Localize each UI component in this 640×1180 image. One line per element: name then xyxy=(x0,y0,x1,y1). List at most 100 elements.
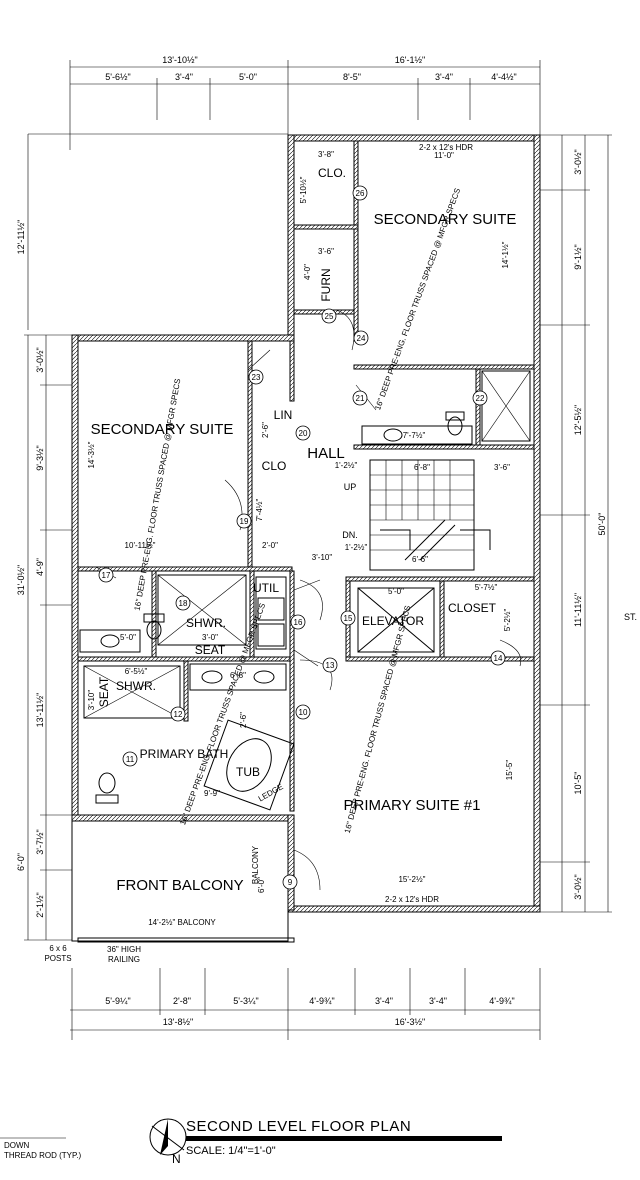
dim-3-10: 3'-10" xyxy=(312,553,333,562)
dim-left-7: 2'-1½" xyxy=(35,892,45,917)
door-tag: 21 xyxy=(352,390,368,406)
dim-top-2: 3'-4" xyxy=(175,72,193,82)
note-ledge: LEDGE xyxy=(257,782,285,803)
interior-dimensions: 11'-0" 3'-8" 5'-10½" 3'-6" 4'-0" 14'-1½"… xyxy=(87,150,514,893)
dim-3-6: 3'-6" xyxy=(318,247,334,256)
door-tag-number: 25 xyxy=(325,312,334,321)
door-tag: 18 xyxy=(175,595,191,611)
dim-2-0: 2'-0" xyxy=(262,541,278,550)
dim-10-11: 10'-11½" xyxy=(125,541,156,550)
dim-11-0: 11'-0" xyxy=(434,151,454,160)
dim-top-3: 5'-0" xyxy=(239,72,257,82)
fixtures xyxy=(79,370,531,811)
dim-top-overall-left: 13'-10½" xyxy=(162,55,197,65)
door-tag-number: 12 xyxy=(174,710,183,719)
room-closet: CLOSET xyxy=(448,601,497,615)
dim-6-0: 6'-0" xyxy=(257,877,266,893)
dim-2-6b: 2'-6" xyxy=(239,712,248,728)
dim-top-overall-right: 16'-1½" xyxy=(395,55,425,65)
note-posts-2: POSTS xyxy=(44,954,71,963)
door-tag: 24 xyxy=(353,330,369,346)
door-tag-number: 19 xyxy=(240,517,249,526)
dim-15-2: 15'-2½" xyxy=(398,875,425,884)
dim-5-0b: 5'-0" xyxy=(120,633,136,642)
door-tags: 26 25 24 23 22 21 20 19 18 17 16 15 14 13 12 11 10 9 xyxy=(98,185,506,890)
door-tag-number: 10 xyxy=(299,708,308,717)
north-arrow-needle-icon xyxy=(160,1119,168,1155)
dim-14-1: 14'-1½" xyxy=(501,241,510,268)
door-tag-number: 15 xyxy=(344,614,353,623)
door-tag-number: 20 xyxy=(299,429,308,438)
dim-bot-7: 4'-9¾" xyxy=(489,996,514,1006)
door-tag: 22 xyxy=(472,390,488,406)
note-posts-1: 6 x 6 xyxy=(49,944,67,953)
dim-left-top: 12'-11½" xyxy=(16,220,26,255)
interior-walls xyxy=(77,140,535,812)
dim-5-0: 5'-0" xyxy=(388,587,404,596)
room-secondary-suite-top: SECONDARY SUITE xyxy=(374,211,517,228)
exterior-walls xyxy=(71,134,541,943)
dim-3-6b: 3'-6" xyxy=(494,463,510,472)
door-tag-number: 26 xyxy=(356,189,365,198)
stairs xyxy=(369,459,491,571)
room-util: UTIL xyxy=(253,581,279,595)
door-tag-number: 17 xyxy=(102,571,111,580)
dim-left-overall: 31'-0½" xyxy=(16,565,26,595)
room-primary-suite: PRIMARY SUITE #1 xyxy=(344,797,481,814)
room-shwr-primary: SHWR. xyxy=(116,679,156,693)
door-tag-number: 18 xyxy=(179,599,188,608)
dim-6-6: 6'-6" xyxy=(412,555,428,564)
door-tag-number: 22 xyxy=(476,394,485,403)
note-hdr-bottom: 2-2 x 12's HDR xyxy=(385,895,439,904)
outside-notes: 6 x 6 POSTS 36" HIGH RAILING DOWN THREAD… xyxy=(0,944,141,1160)
door-tag: 17 xyxy=(98,567,114,583)
door-tag: 16 xyxy=(290,614,306,630)
structural-notes: 2-2 x 12's HDR 2-2 x 12's HDR 16" DEEP P… xyxy=(133,143,474,904)
dim-left-6: 6'-0" xyxy=(16,853,26,871)
dim-right-3: 12'-5½" xyxy=(573,405,583,435)
dim-14-3: 14'-3½" xyxy=(87,441,96,468)
room-tub: TUB xyxy=(236,765,260,779)
dim-right-6: 3'-0½" xyxy=(573,874,583,899)
dim-7-7: 7'-7½" xyxy=(403,431,426,440)
dim-bot-overall-right: 16'-3½" xyxy=(395,1017,425,1027)
dim-top-1: 5'-6½" xyxy=(105,72,130,82)
dim-bot-2: 2'-8" xyxy=(173,996,191,1006)
dim-right-4: 11'-11½" xyxy=(573,593,583,627)
room-primary-bath: PRIMARY BATH xyxy=(140,747,229,761)
dim-6-5: 6'-5½" xyxy=(125,667,148,676)
room-clo-top: CLO. xyxy=(318,166,346,180)
note-thread-rod: THREAD ROD (TYP.) xyxy=(4,1151,82,1160)
dim-2-6: 2'-6" xyxy=(261,422,270,438)
note-down: DOWN xyxy=(4,1141,30,1150)
door-tag: 23 xyxy=(248,369,264,385)
title-block: N SECOND LEVEL FLOOR PLAN SCALE: 1/4"=1'… xyxy=(149,1118,502,1166)
door-tag: 13 xyxy=(322,657,338,673)
dim-1-2b: 1'-2½" xyxy=(345,543,368,552)
door-tag-number: 23 xyxy=(252,373,261,382)
dim-left-1: 3'-0½" xyxy=(35,347,45,372)
dim-right-2: 9'-1½" xyxy=(573,244,583,269)
dim-left-5: 3'-7½" xyxy=(35,829,45,854)
door-tag: 25 xyxy=(321,308,337,324)
dim-bot-overall-left: 13'-8½" xyxy=(163,1017,193,1027)
note-railing-2: RAILING xyxy=(108,955,140,964)
door-tag-number: 13 xyxy=(326,661,335,670)
dim-15-5: 15'-5" xyxy=(505,760,514,781)
dim-6-8: 6'-8" xyxy=(414,463,430,472)
door-tag: 9 xyxy=(282,874,298,890)
door-tag: 12 xyxy=(170,706,186,722)
dim-3-0: 3'-0" xyxy=(202,633,218,642)
north-label: N xyxy=(172,1152,181,1166)
dim-4-0: 4'-0" xyxy=(303,264,312,280)
door-tag: 20 xyxy=(295,425,311,441)
top-dimensions: 13'-10½" 16'-1½" 5'-6½" 3'-4" 5'-0" 8'-5… xyxy=(28,55,541,150)
door-tag: 19 xyxy=(236,513,252,529)
door-tag: 15 xyxy=(340,610,356,626)
door-tag-number: 16 xyxy=(294,618,303,627)
room-balcony-dim: 14'-2½" BALCONY xyxy=(148,918,216,927)
door-tag: 11 xyxy=(122,751,138,767)
door-tag-number: 21 xyxy=(356,394,365,403)
door-tag: 14 xyxy=(490,650,506,666)
note-railing-1: 36" HIGH xyxy=(107,945,141,954)
